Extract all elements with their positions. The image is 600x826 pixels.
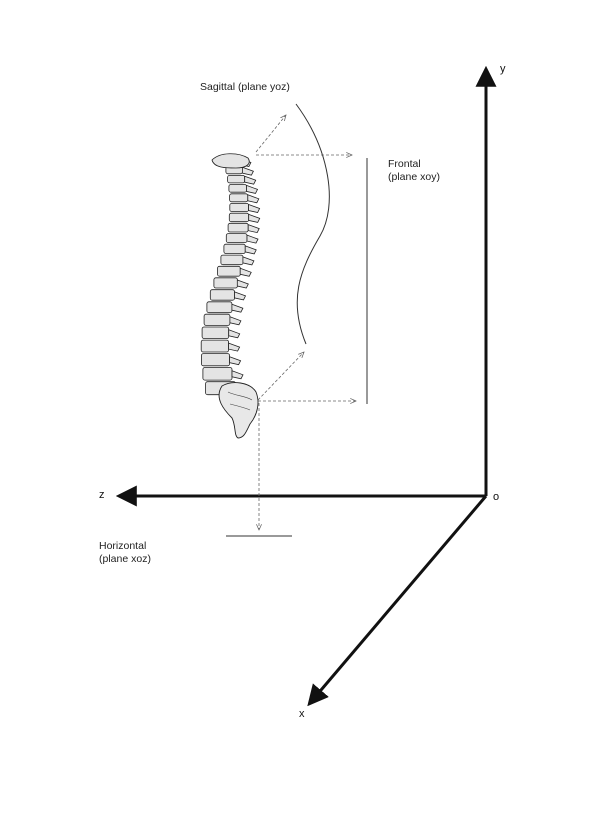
spinous-process (247, 194, 260, 204)
y-axis-label: y (500, 63, 506, 75)
spinous-process (244, 175, 257, 185)
spinous-process (242, 256, 255, 266)
vertebra-body (228, 184, 247, 193)
horizontal-label-line1: Horizontal (99, 540, 147, 552)
z-axis-label: z (99, 489, 105, 501)
spinous-process (236, 279, 249, 289)
vertebra-body (217, 265, 241, 277)
spinous-process (248, 213, 261, 223)
spinous-process (228, 342, 241, 352)
sacrum-shape (218, 382, 259, 439)
origin-label: o (493, 491, 500, 503)
sagittal-plane-label: Sagittal (plane yoz) (200, 81, 290, 93)
spinous-process (244, 245, 257, 255)
spinous-process (229, 356, 242, 366)
coordinate-axes (115, 65, 497, 707)
vertebra-body (220, 254, 244, 266)
spinous-process (231, 370, 244, 380)
spinous-process (234, 291, 247, 301)
spine-illustration (200, 153, 261, 396)
spinous-process (247, 224, 260, 234)
projection-arrows (255, 115, 356, 530)
bottom-to-sagittal-arrow (257, 352, 304, 401)
spinous-process (229, 316, 242, 326)
vertebra-body (200, 339, 229, 353)
top-to-sagittal-arrow (255, 115, 286, 153)
x-axis-line (307, 495, 488, 707)
spinous-process (246, 184, 259, 194)
spinous-process (231, 303, 244, 313)
spinous-process (246, 234, 259, 244)
horizontal-plane-label: Horizontal (plane xoz) (99, 540, 151, 566)
vertebra-body (228, 212, 250, 223)
horizontal-label-line2: (plane xoz) (99, 553, 151, 565)
spinous-process (228, 329, 241, 339)
spinous-process (248, 203, 261, 213)
frontal-label-line1: Frontal (388, 158, 421, 170)
vertebra-body (223, 243, 246, 254)
vertebra-body (229, 202, 250, 212)
spinous-process (242, 166, 254, 176)
vertebra-body (225, 233, 248, 244)
vertebra-body (227, 222, 249, 233)
spinous-process (239, 267, 252, 277)
vertebra-body (206, 301, 233, 314)
vertebra-body (229, 193, 249, 203)
x-axis-label: x (299, 708, 305, 720)
vertebra-body (213, 277, 238, 289)
vertebra-body (203, 313, 231, 326)
vertebra-body (200, 353, 230, 367)
sacrum-detail (227, 391, 253, 411)
atlas-vertebra (211, 153, 250, 169)
vertebra-body (227, 174, 246, 184)
vertebra-body (209, 289, 235, 301)
vertebra-body (202, 367, 233, 381)
sagittal-curve (295, 103, 330, 345)
frontal-label-line2: (plane xoy) (388, 171, 440, 183)
frontal-plane-label: Frontal (plane xoy) (388, 158, 440, 184)
vertebra-body (201, 326, 230, 339)
